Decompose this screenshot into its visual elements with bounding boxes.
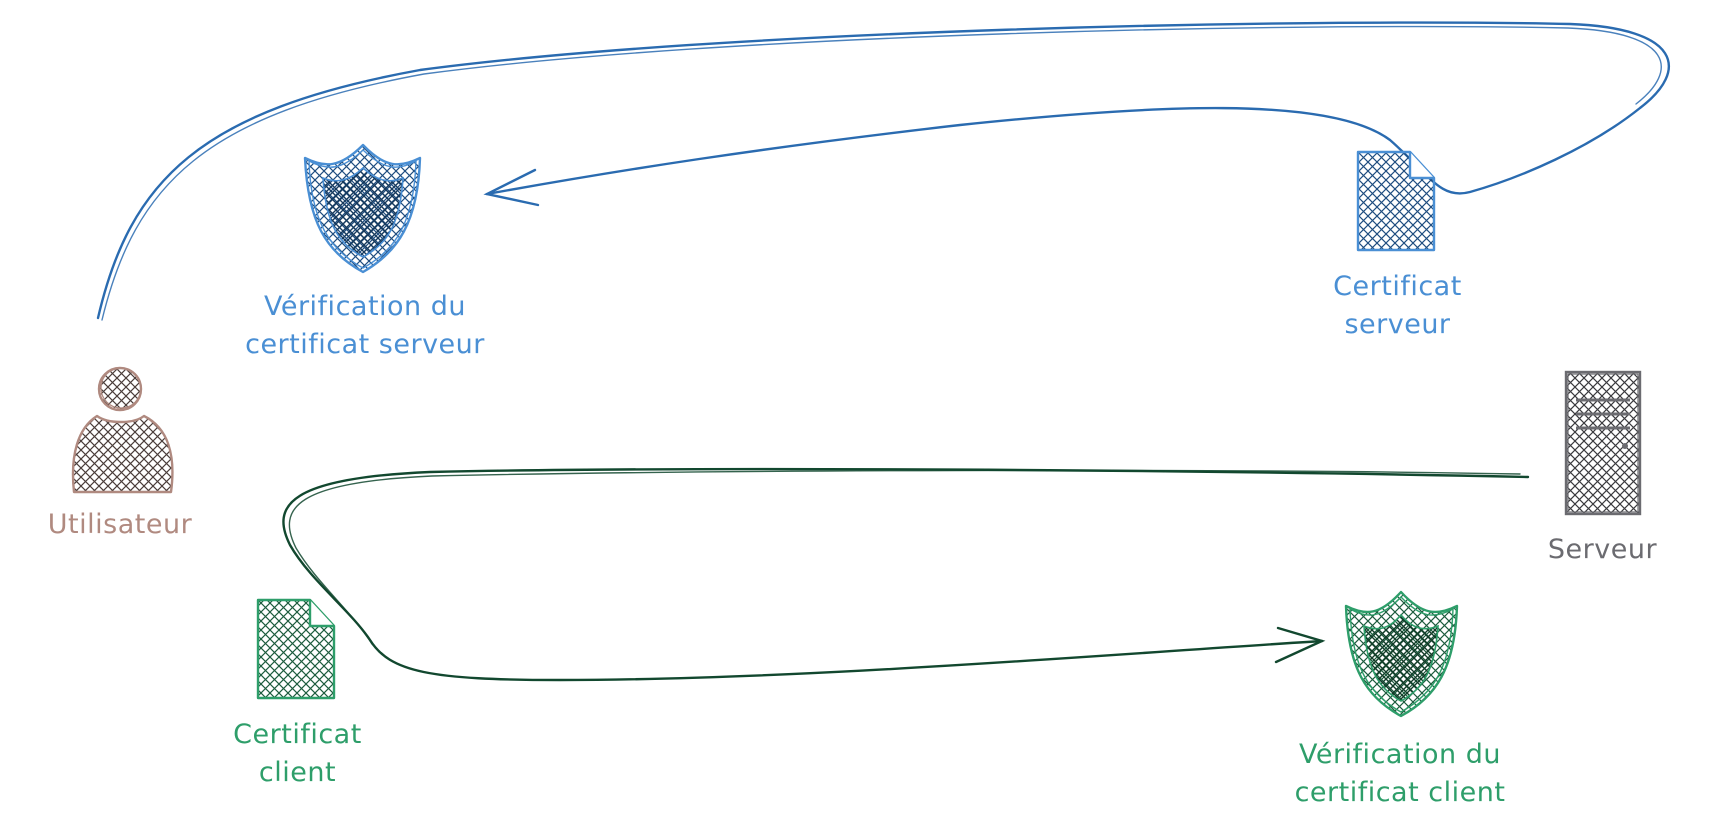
- client-certificate-label-line1: Certificat: [233, 719, 362, 750]
- client-certificate-document-icon: [256, 598, 336, 700]
- server-tower-icon: [1564, 370, 1642, 516]
- server-cert-verification-shield-icon: [303, 143, 422, 274]
- server-certificate-label: Certificat serveur: [1300, 268, 1495, 344]
- server-cert-verification-label: Vérification du certificat serveur: [205, 288, 525, 364]
- server-label: Serveur: [1520, 531, 1685, 569]
- client-cert-verification-label-line2: certificat client: [1294, 777, 1506, 808]
- client-cert-verification-shield-icon: [1344, 590, 1459, 718]
- server-certificate-flow-arrow: [96, 21, 1670, 321]
- user-icon: [71, 366, 174, 494]
- server-certificate-label-line2: serveur: [1344, 309, 1451, 340]
- client-cert-verification-label-line1: Vérification du: [1298, 739, 1502, 770]
- server-certificate-label-line1: Certificat: [1333, 271, 1462, 302]
- client-certificate-label: Certificat client: [200, 716, 395, 792]
- server-certificate-document-icon: [1356, 150, 1436, 252]
- user-label: Utilisateur: [20, 506, 220, 544]
- client-certificate-label-line2: client: [258, 757, 337, 788]
- user-label-text: Utilisateur: [47, 509, 193, 540]
- client-cert-verification-label: Vérification du certificat client: [1250, 736, 1550, 812]
- server-label-text: Serveur: [1547, 534, 1658, 565]
- server-cert-verification-label-line2: certificat serveur: [245, 329, 485, 360]
- server-cert-verification-label-line1: Vérification du: [263, 291, 467, 322]
- client-certificate-flow-arrow: [282, 467, 1530, 682]
